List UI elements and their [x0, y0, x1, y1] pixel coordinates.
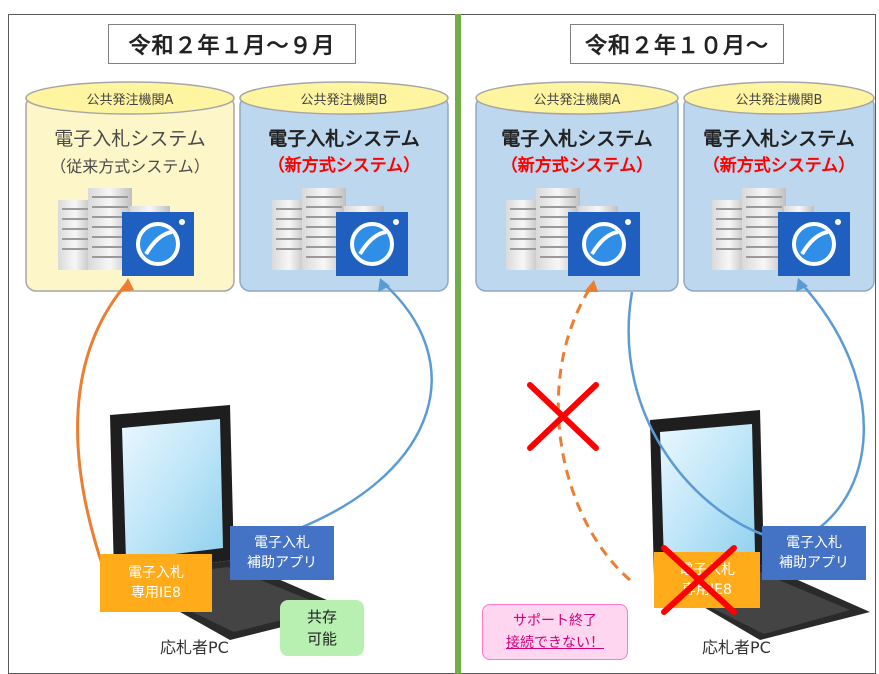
- left-helper-app-box: 電子入札 補助アプリ: [230, 526, 334, 580]
- left-pc-label: 応札者PC: [160, 638, 229, 657]
- right-agency-b-system-line2: （新方式システム）: [702, 156, 856, 176]
- right-agency-a-system-line2: （新方式システム）: [500, 156, 654, 176]
- left-ie-app-box: 電子入札 専用IE8: [100, 554, 212, 612]
- left-agency-a-system-name: 電子入札システム （従来方式システム）: [26, 126, 234, 180]
- left-agency-a-label: 公共発注機関A: [86, 93, 174, 108]
- right-agency-b-label: 公共発注機関B: [735, 93, 823, 108]
- right-agency-a-system-name: 電子入札システム （新方式システム）: [476, 126, 678, 180]
- coexist-callout-line2: 可能: [306, 630, 337, 648]
- left-agency-b-system-line1: 電子入札システム: [268, 128, 420, 150]
- globe-icon-left-b: [336, 212, 408, 276]
- right-helper-app-line2: 補助アプリ: [779, 555, 849, 571]
- support-ended-note: サポート終了 接続できない！: [482, 604, 628, 660]
- cross-icon-connection: [527, 382, 599, 451]
- right-blue-connection-a: [627, 291, 781, 542]
- right-period-title: 令和２年１０月～: [570, 24, 784, 64]
- globe-icon-left-a: [122, 212, 194, 276]
- right-blue-connection-b: [799, 281, 866, 542]
- left-orange-connection: [76, 281, 130, 571]
- right-agency-b-system-name: 電子入札システム （新方式システム）: [684, 126, 874, 180]
- right-ie-app-box: 電子入札 専用IE8: [654, 552, 760, 608]
- support-ended-line1: サポート終了: [513, 613, 597, 629]
- left-agency-b-system-name: 電子入札システム （新方式システム）: [240, 126, 448, 180]
- left-period-title: 令和２年１月～９月: [108, 24, 356, 64]
- left-blue-connection: [299, 281, 433, 530]
- right-ie-app-line2: 専用IE8: [682, 582, 732, 598]
- support-ended-line2: 接続できない！: [506, 635, 604, 651]
- right-helper-app-box: 電子入札 補助アプリ: [762, 526, 866, 580]
- right-orange-dashed-connection: [556, 284, 631, 582]
- right-ie-app-line1: 電子入札: [679, 562, 735, 578]
- panel-divider: [455, 14, 461, 674]
- left-helper-app-line1: 電子入札: [254, 535, 310, 551]
- left-agency-b-system-line2: （新方式システム）: [267, 156, 421, 176]
- globe-icon-right-b: [778, 212, 850, 276]
- left-ie-app-line2: 専用IE8: [131, 585, 181, 601]
- right-helper-app-line1: 電子入札: [786, 535, 842, 551]
- left-agency-a-system-line1: 電子入札システム: [54, 128, 206, 150]
- right-agency-a-label: 公共発注機関A: [533, 93, 621, 108]
- right-pc-label: 応札者PC: [702, 638, 771, 657]
- coexist-callout: 共存 可能: [280, 600, 364, 656]
- right-agency-a-system-line1: 電子入札システム: [501, 128, 653, 150]
- coexist-callout-line1: 共存: [306, 608, 337, 626]
- right-agency-b-system-line1: 電子入札システム: [703, 128, 855, 150]
- globe-icon-right-a: [568, 212, 640, 276]
- left-helper-app-line2: 補助アプリ: [247, 555, 317, 571]
- left-agency-a-system-line2: （従来方式システム）: [50, 157, 210, 176]
- left-ie-app-line1: 電子入札: [128, 565, 184, 581]
- left-agency-b-label: 公共発注機関B: [300, 93, 388, 108]
